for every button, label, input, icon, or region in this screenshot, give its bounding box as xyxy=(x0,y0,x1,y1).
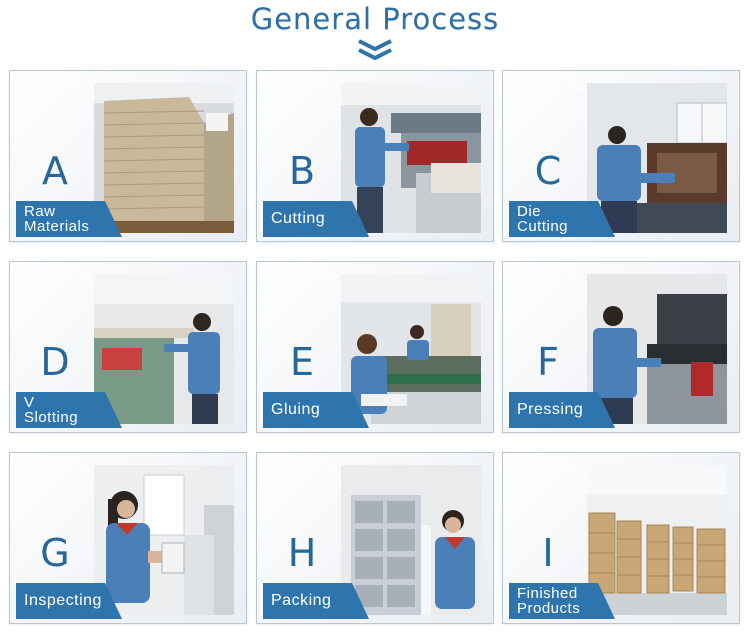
step-card-g: G Inspecting xyxy=(9,452,247,624)
pressing-photo xyxy=(587,274,727,424)
step-label: Die Cutting xyxy=(509,201,615,237)
step-card-f: F Pressing xyxy=(502,261,740,433)
step-letter: I xyxy=(542,531,554,575)
step-card-h: H Packing xyxy=(256,452,494,624)
step-letter: E xyxy=(289,340,314,384)
double-chevron-down-icon xyxy=(358,39,392,61)
step-card-b: B Cutting xyxy=(256,70,494,242)
step-label: Inspecting xyxy=(16,583,122,619)
header: General Process xyxy=(0,0,750,66)
step-label: Raw Materials xyxy=(16,201,122,237)
step-letter: B xyxy=(288,149,316,193)
step-label: V Slotting xyxy=(16,392,122,428)
step-letter: G xyxy=(40,531,70,575)
step-card-d: D V Slotting xyxy=(9,261,247,433)
cutting-photo xyxy=(341,83,481,233)
step-letter: C xyxy=(534,149,562,193)
step-card-e: E Gluing xyxy=(256,261,494,433)
step-label: Packing xyxy=(263,583,369,619)
gluing-photo xyxy=(341,274,481,424)
step-letter: H xyxy=(287,531,317,575)
step-label: Finished Products xyxy=(509,583,615,619)
step-letter: A xyxy=(42,149,68,193)
finished-products-photo xyxy=(587,465,727,615)
step-card-c: C Die Cutting xyxy=(502,70,740,242)
inspecting-photo xyxy=(94,465,234,615)
v-slotting-photo xyxy=(94,274,234,424)
step-label: Gluing xyxy=(263,392,369,428)
step-letter: D xyxy=(40,340,70,384)
packing-photo xyxy=(341,465,481,615)
raw-materials-photo xyxy=(94,83,234,233)
step-label: Cutting xyxy=(263,201,369,237)
step-card-a: A Raw Materials xyxy=(9,70,247,242)
page-title: General Process xyxy=(250,2,500,36)
step-card-i: I Finished Products xyxy=(502,452,740,624)
die-cutting-photo xyxy=(587,83,727,233)
step-label: Pressing xyxy=(509,392,615,428)
step-letter: F xyxy=(537,340,559,384)
